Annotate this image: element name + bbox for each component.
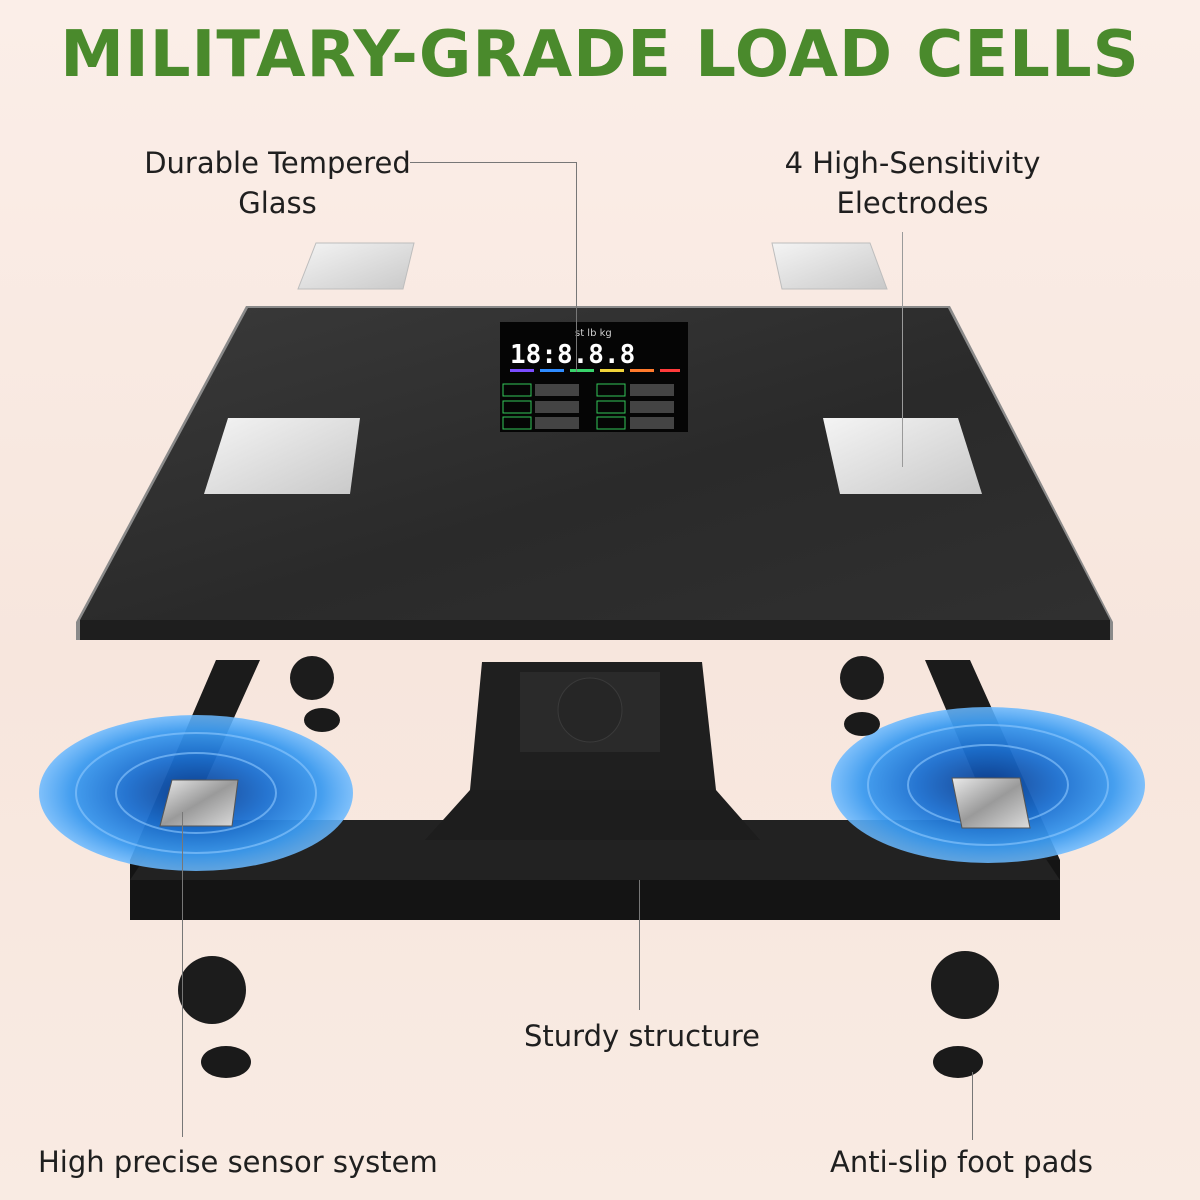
callout-electrodes-line1: 4 High-Sensitivity [784,146,1041,180]
display-status-units: st lb kg [575,328,612,339]
callout-glass-line1: Durable Tempered [144,146,411,180]
foot-housing-upper-left [290,656,334,700]
foot-pad-lower-left [201,1046,251,1078]
electrode-pad-left [204,418,360,494]
callout-sensor-system: High precise sensor system [38,1145,438,1179]
callout-electrodes-line2: Electrodes [836,186,989,220]
headline: MILITARY-GRADE LOAD CELLS [60,18,1140,92]
foot-housing-lower-left [178,956,246,1024]
leader-structure [639,880,640,1010]
callout-sturdy-structure: Sturdy structure [524,1019,760,1053]
scale-base-frame [130,660,1060,920]
callout-tempered-glass: Durable Tempered Glass [140,143,415,223]
foot-pad-upper-right [844,712,880,736]
display-main-readout: 18:8.8.8 [510,340,635,370]
leader-sensor [182,812,183,1137]
electrode-plate-top-right [771,242,888,290]
electrode-plate-top-left [297,242,415,290]
callout-foot-pads: Anti-slip foot pads [830,1145,1093,1179]
foot-pad-lower-right [933,1046,983,1078]
leader-foot-pads [972,1072,973,1140]
leader-electrodes [902,232,903,467]
led-display: st lb kg 18:8.8.8 [500,322,688,432]
load-cell-left [159,779,239,827]
load-cell-right [951,777,1031,829]
callout-glass-line2: Glass [238,186,317,220]
foot-pad-upper-left [304,708,340,732]
leader-glass-vertical [576,162,577,372]
callout-electrodes: 4 High-Sensitivity Electrodes [780,143,1045,223]
foot-housing-upper-right [840,656,884,700]
tempered-glass-top [76,306,1113,640]
foot-housing-lower-right [931,951,999,1019]
leader-glass-horizontal [410,162,577,163]
